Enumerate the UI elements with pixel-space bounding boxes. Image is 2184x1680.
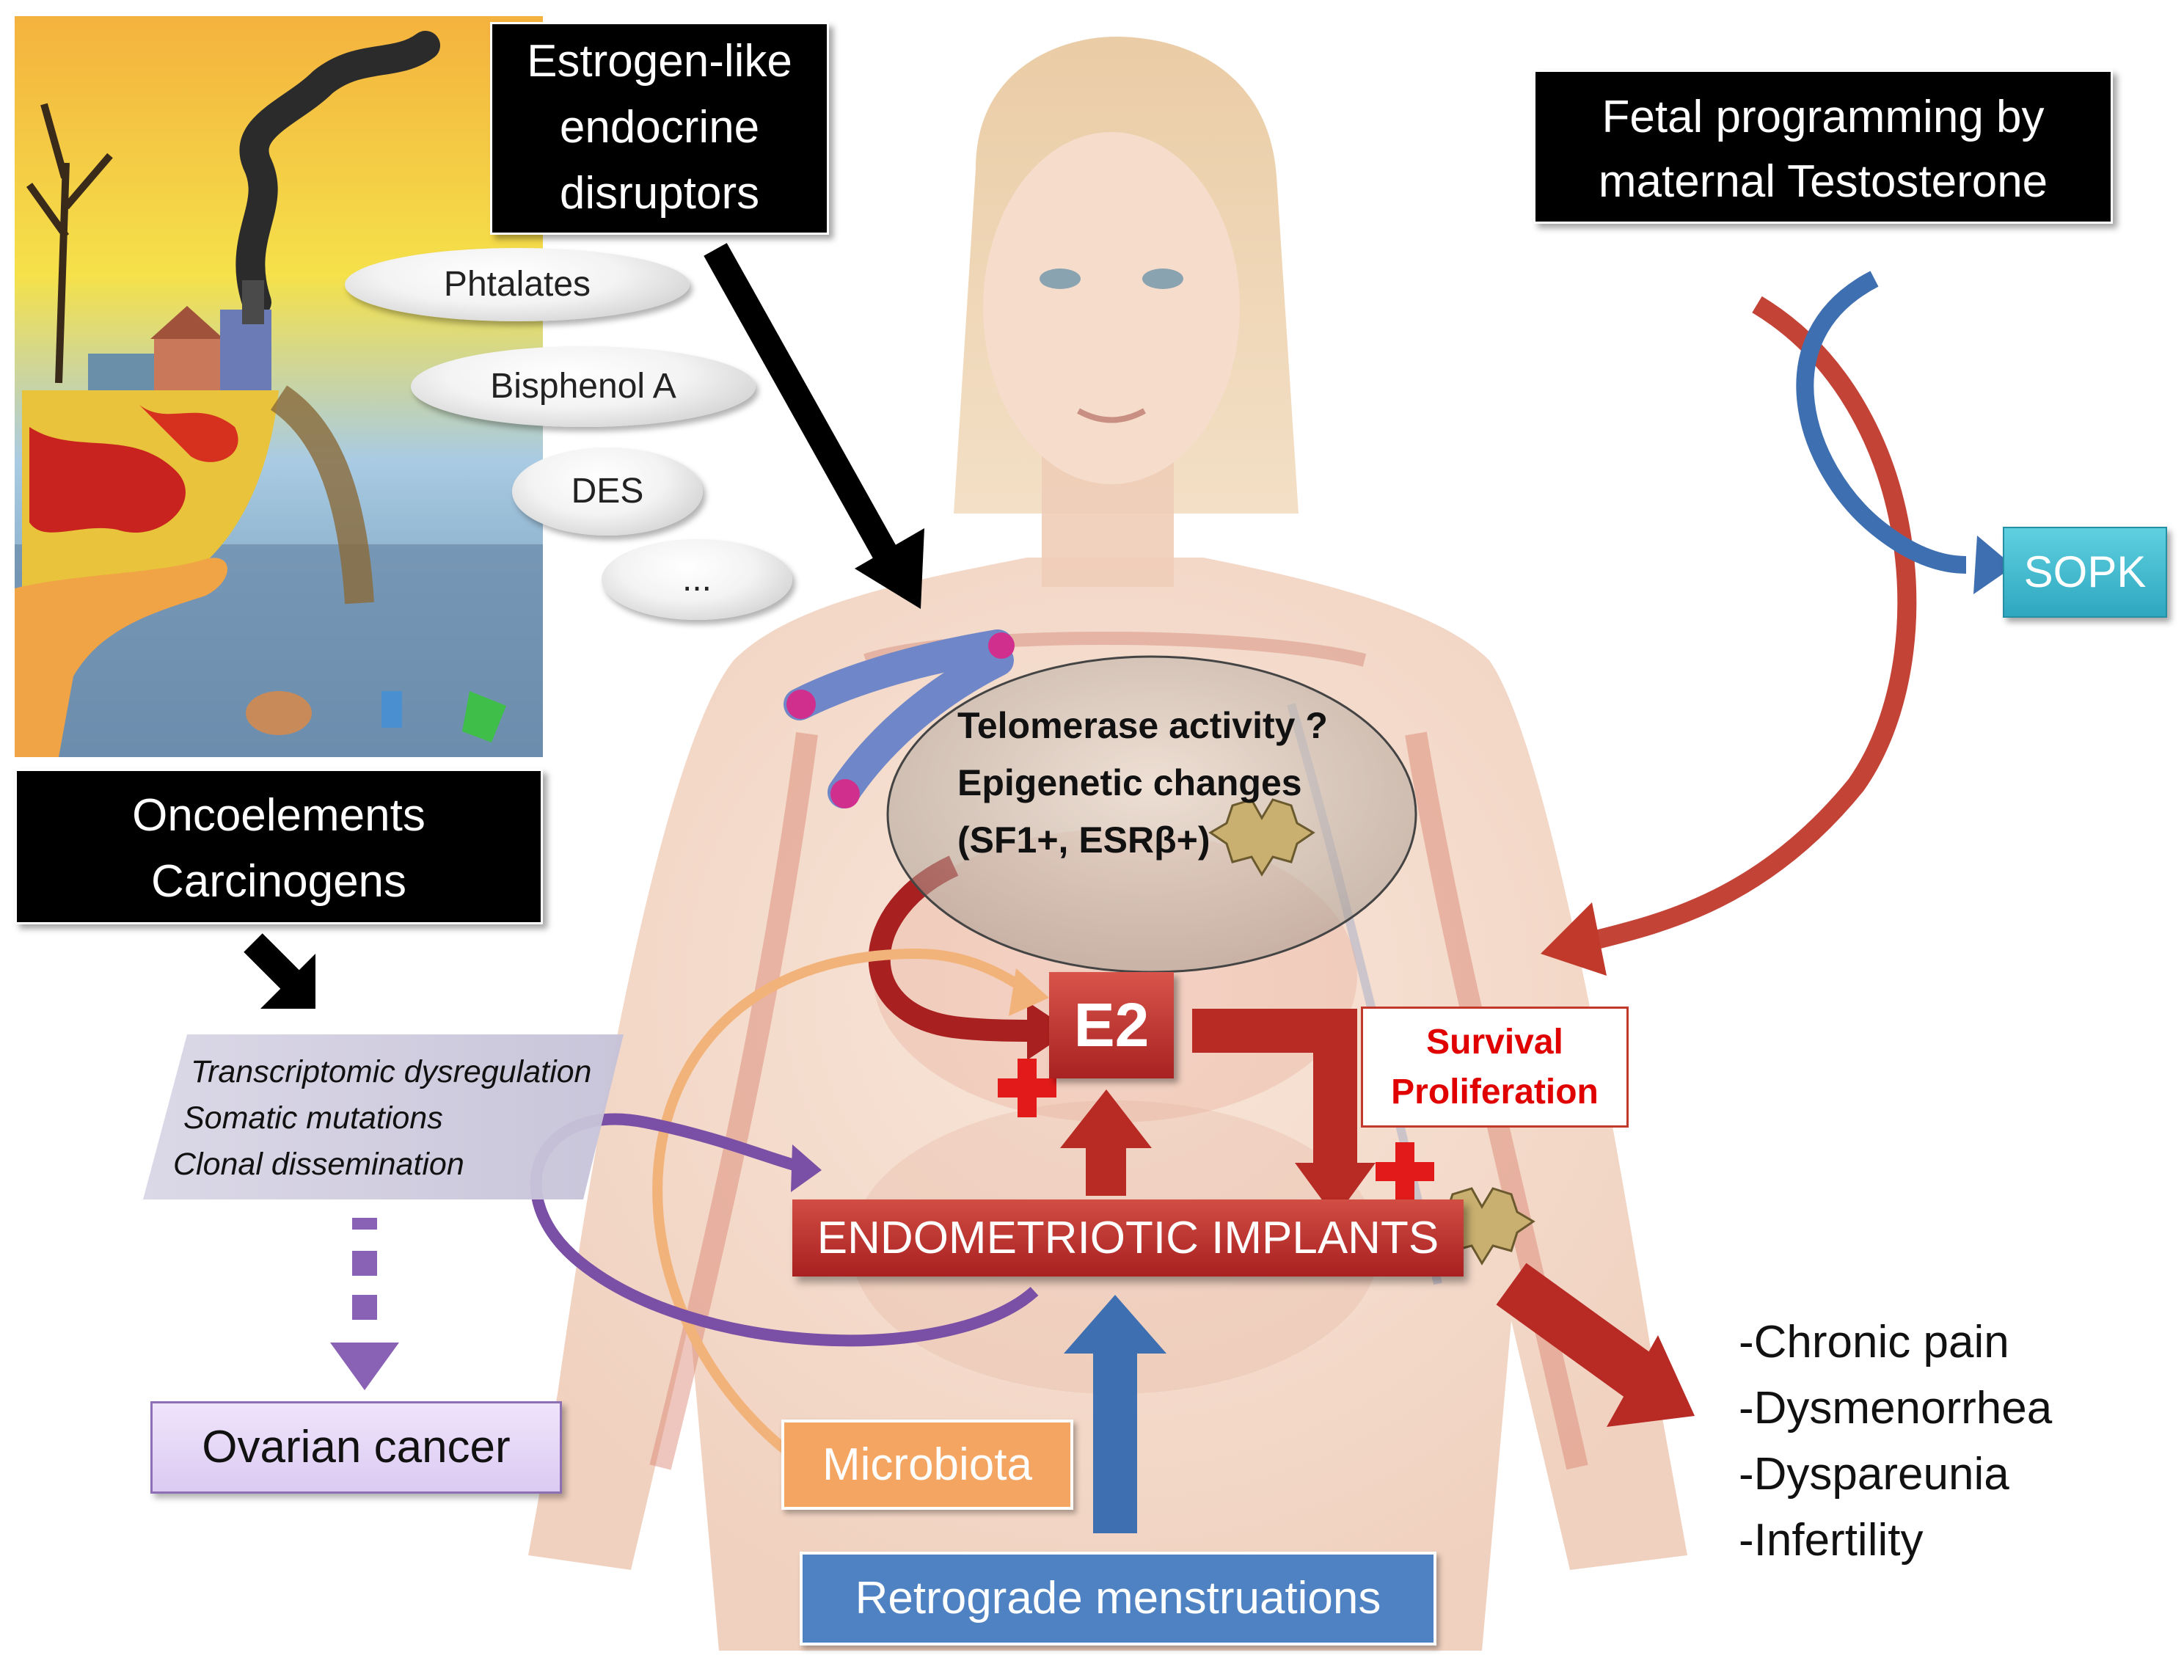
telomerase-text: Telomerase activity ? Epigenetic changes… bbox=[957, 697, 1328, 869]
transcriptomic-line: Transcriptomic dysregulation bbox=[191, 1054, 592, 1089]
disruptors-to-body-arrow bbox=[704, 243, 924, 609]
disruptor-pill-phtalates: Phtalates bbox=[345, 248, 690, 321]
sopk-box: SOPK bbox=[2003, 527, 2167, 618]
transcriptomic-box-shape bbox=[143, 1034, 624, 1199]
plus-icon bbox=[998, 1059, 1056, 1117]
implants-to-e2-arrow bbox=[1060, 1089, 1152, 1196]
disruptor-pill-des: DES bbox=[512, 448, 703, 536]
symptom-item: -Dyspareunia bbox=[1739, 1449, 2009, 1500]
e2-box: E2 bbox=[1049, 972, 1174, 1078]
retrograde-menstruations-box: Retrograde menstruations bbox=[800, 1552, 1436, 1646]
survival-proliferation-box: Survival Proliferation bbox=[1361, 1007, 1629, 1128]
gene-star-icon bbox=[1208, 798, 1315, 877]
retrograde-to-implants-arrow bbox=[1064, 1295, 1166, 1533]
microbiota-loop-arrow bbox=[652, 948, 1049, 1457]
symptom-item: -Dysmenorrhea bbox=[1739, 1383, 2053, 1434]
fetal-blue-arrow bbox=[1796, 271, 2014, 594]
microbiota-box: Microbiota bbox=[781, 1420, 1073, 1510]
disruptors-title-box: Estrogen-like endocrine disruptors bbox=[490, 22, 829, 235]
telomerase-line: Telomerase activity ? bbox=[957, 705, 1328, 746]
ovarian-dashed-arrow bbox=[330, 1218, 399, 1390]
transcriptomic-text: Transcriptomic dysregulation Somatic mut… bbox=[173, 1049, 592, 1188]
telomerase-line: Epigenetic changes bbox=[957, 762, 1302, 803]
symptoms-list: -Chronic pain -Dysmenorrhea -Dyspareunia… bbox=[1739, 1310, 2052, 1574]
symptom-item: -Chronic pain bbox=[1739, 1317, 2009, 1367]
chromosome-icon bbox=[784, 629, 1015, 808]
disruptors-title-line: endocrine bbox=[559, 102, 760, 153]
ovarian-cancer-box: Ovarian cancer bbox=[150, 1401, 562, 1494]
pollution-illustration bbox=[15, 16, 543, 757]
symptom-item: -Infertility bbox=[1739, 1515, 1924, 1566]
fetal-red-arrow bbox=[1541, 296, 1917, 976]
fetal-programming-box: Fetal programming by maternal Testostero… bbox=[1533, 70, 2113, 224]
endometriotic-implants-box: ENDOMETRIOTIC IMPLANTS bbox=[792, 1199, 1464, 1277]
disruptor-pill-more: ... bbox=[602, 539, 792, 620]
disruptors-title-line: disruptors bbox=[559, 168, 760, 219]
oncoelements-box: Oncoelements Carcinogens bbox=[15, 769, 543, 924]
onco-to-transcriptomic-arrow bbox=[244, 933, 315, 1009]
transcriptomic-line: Somatic mutations bbox=[183, 1100, 443, 1136]
telomerase-line: (SF1+, ESRβ+) bbox=[957, 819, 1210, 861]
transcriptomic-line: Clonal dissemination bbox=[173, 1147, 464, 1182]
plus-icon bbox=[1376, 1142, 1434, 1201]
e2-to-implants-arrow bbox=[1192, 1009, 1376, 1218]
implants-to-symptoms-arrow bbox=[1496, 1263, 1695, 1427]
disruptor-pill-bisphenol: Bisphenol A bbox=[411, 346, 756, 427]
disruptors-title-line: Estrogen-like bbox=[527, 36, 792, 87]
purple-loop-arrow bbox=[530, 1113, 1039, 1347]
